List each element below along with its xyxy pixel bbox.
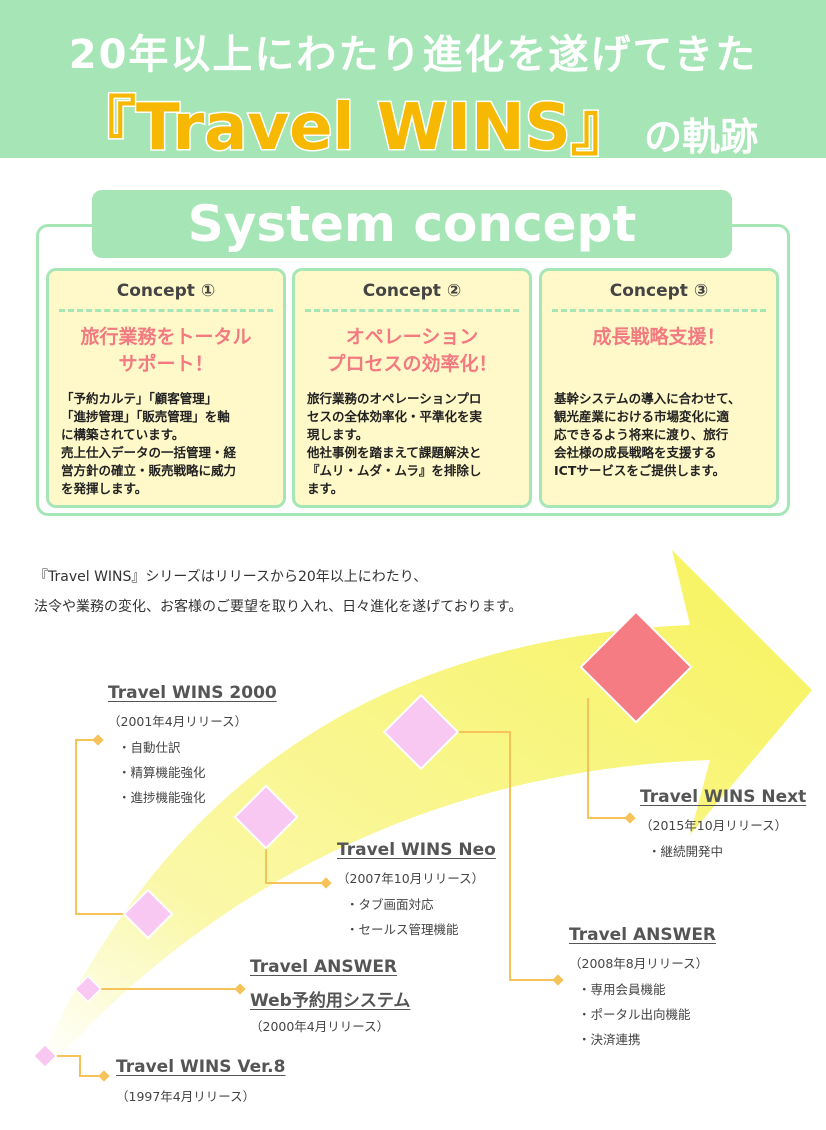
- header-suffix: の軌跡: [644, 115, 759, 159]
- connector-line: [587, 698, 630, 819]
- connector-dots: [92, 734, 636, 1082]
- connectors: [45, 698, 630, 1077]
- divider: [59, 309, 273, 312]
- entry-title: Travel ANSWER: [569, 925, 717, 945]
- entry-feature: ・ポータル出向機能: [578, 1007, 691, 1022]
- diamond-2007: [233, 784, 299, 850]
- concept-title: System concept: [92, 190, 732, 258]
- entry-date: （2001年4月リリース）: [108, 714, 248, 729]
- entry-date: （2015年10月リリース）: [640, 818, 788, 833]
- entry-feature: ・進捗機能強化: [118, 790, 206, 805]
- body-line: 会社様の成長戦略を支援する: [554, 445, 717, 460]
- concept-body: 旅行業務のオペレーションプロ セスの全体効率化・平準化を実 現します。 他社事例…: [295, 390, 529, 498]
- entry-date: （2007年10月リリース）: [337, 871, 485, 886]
- body-line: 現します。: [307, 427, 369, 442]
- concept-heading: 成長戦略支援！: [542, 324, 776, 378]
- body-line: を発揮します。: [61, 481, 148, 496]
- concept-body: 「予約カルテ」「顧客管理」 「進捗管理」「販売管理」を軸 に構築されています。 …: [49, 390, 283, 498]
- entry-feature: ・決済連携: [578, 1032, 641, 1047]
- body-line: セスの全体効率化・平準化を実: [307, 409, 483, 424]
- intro-line-1: 『Travel WINS』シリーズはリリースから20年以上にわたり、: [34, 569, 428, 585]
- heading-line: 旅行業務をトータル: [80, 326, 252, 348]
- connector-dot: [624, 812, 636, 824]
- connector-line: [75, 739, 148, 915]
- header-banner: 20年以上にわたり進化を遂げてきた 『Travel WINS』 の軌跡: [0, 0, 826, 167]
- connector-dot: [552, 974, 564, 986]
- connector-dot: [320, 877, 332, 889]
- connector-dot: [98, 1070, 110, 1082]
- concept-body: 基幹システムの導入に合わせて、 観光産業における市場変化に適 応できるよう将来に…: [542, 390, 776, 480]
- entry-feature: ・継続開発中: [648, 844, 724, 859]
- connector-dot: [92, 734, 104, 746]
- intro-line-2: 法令や業務の変化、お客様のご要望を取り入れ、日々進化を遂げております。: [34, 599, 523, 615]
- diamond-2001: [122, 888, 174, 940]
- body-line: 営方針の確立・販売戦略に威力: [61, 463, 237, 478]
- concept-heading: 旅行業務をトータル サポート！: [49, 324, 283, 378]
- concept-label: Concept ③: [609, 281, 709, 301]
- entry-title: Travel WINS 2000: [108, 683, 277, 703]
- entry-feature: ・タブ画面対応: [346, 897, 434, 912]
- connector-line: [420, 731, 558, 981]
- entry-title: Travel ANSWER: [250, 957, 398, 977]
- body-line: 「進捗管理」「販売管理」を軸: [61, 409, 230, 424]
- milestone-diamonds: [32, 610, 693, 1069]
- header-title: 20年以上にわたり進化を遂げてきた: [68, 32, 758, 78]
- entry-title: Travel WINS Neo: [337, 840, 496, 860]
- body-line: ICTサービスをご提供します。: [554, 463, 726, 478]
- concept-heading: オペレーション プロセスの効率化！: [295, 324, 529, 378]
- body-line: 基幹システムの導入に合わせて、: [554, 391, 741, 406]
- diamond-2008: [382, 693, 460, 771]
- heading-line: 成長戦略支援！: [592, 326, 726, 348]
- heading-line: サポート！: [118, 353, 214, 375]
- heading-line: プロセスの効率化！: [326, 353, 498, 375]
- diamond-2015: [579, 610, 693, 724]
- body-line: 観光産業における市場変化に適: [554, 409, 730, 424]
- body-line: 旅行業務のオペレーションプロ: [307, 391, 482, 406]
- brand-text: 『Travel WINS』: [71, 90, 637, 167]
- concept-label: Concept ①: [116, 281, 216, 301]
- concept-card-3: Concept ③ 成長戦略支援！ 基幹システムの導入に合わせて、 観光産業にお…: [539, 268, 779, 508]
- body-line: に構築されています。: [61, 427, 185, 442]
- entry-title: Travel WINS Next: [640, 787, 807, 807]
- connector-line: [45, 1055, 104, 1077]
- entry-title: Web予約用システム: [250, 991, 411, 1011]
- entry-feature: ・専用会員機能: [578, 982, 666, 997]
- body-line: 『ムリ・ムダ・ムラ』を排除し: [307, 463, 482, 478]
- diamond-1997: [32, 1043, 58, 1069]
- body-line: 「予約カルテ」「顧客管理」: [61, 391, 218, 406]
- entry-feature: ・精算機能強化: [118, 765, 206, 780]
- concept-label: Concept ②: [362, 281, 462, 301]
- body-line: ます。: [307, 481, 344, 496]
- diamond-2000: [74, 975, 102, 1003]
- entry-title: Travel WINS Ver.8: [116, 1057, 286, 1077]
- entry-feature: ・自動仕訳: [118, 740, 181, 755]
- heading-line: オペレーション: [345, 326, 479, 348]
- concept-card-1: Concept ① 旅行業務をトータル サポート！ 「予約カルテ」「顧客管理」 …: [46, 268, 286, 508]
- entry-feature: ・セールス管理機能: [346, 922, 459, 937]
- brand-name: 『Travel WINS』: [71, 76, 637, 168]
- body-line: 売上仕入データの一括管理・経: [61, 445, 237, 460]
- divider: [305, 309, 519, 312]
- connector-dot: [234, 983, 246, 995]
- entry-date: （1997年4月リリース）: [116, 1089, 256, 1104]
- body-line: 他社事例を踏まえて課題解決と: [307, 445, 482, 460]
- entry-date: （2000年4月リリース）: [250, 1019, 390, 1034]
- entry-date: （2008年8月リリース）: [569, 956, 709, 971]
- divider: [552, 309, 766, 312]
- concept-card-2: Concept ② オペレーション プロセスの効率化！ 旅行業務のオペレーション…: [292, 268, 532, 508]
- body-line: 応できるよう将来に渡り、旅行: [554, 427, 729, 442]
